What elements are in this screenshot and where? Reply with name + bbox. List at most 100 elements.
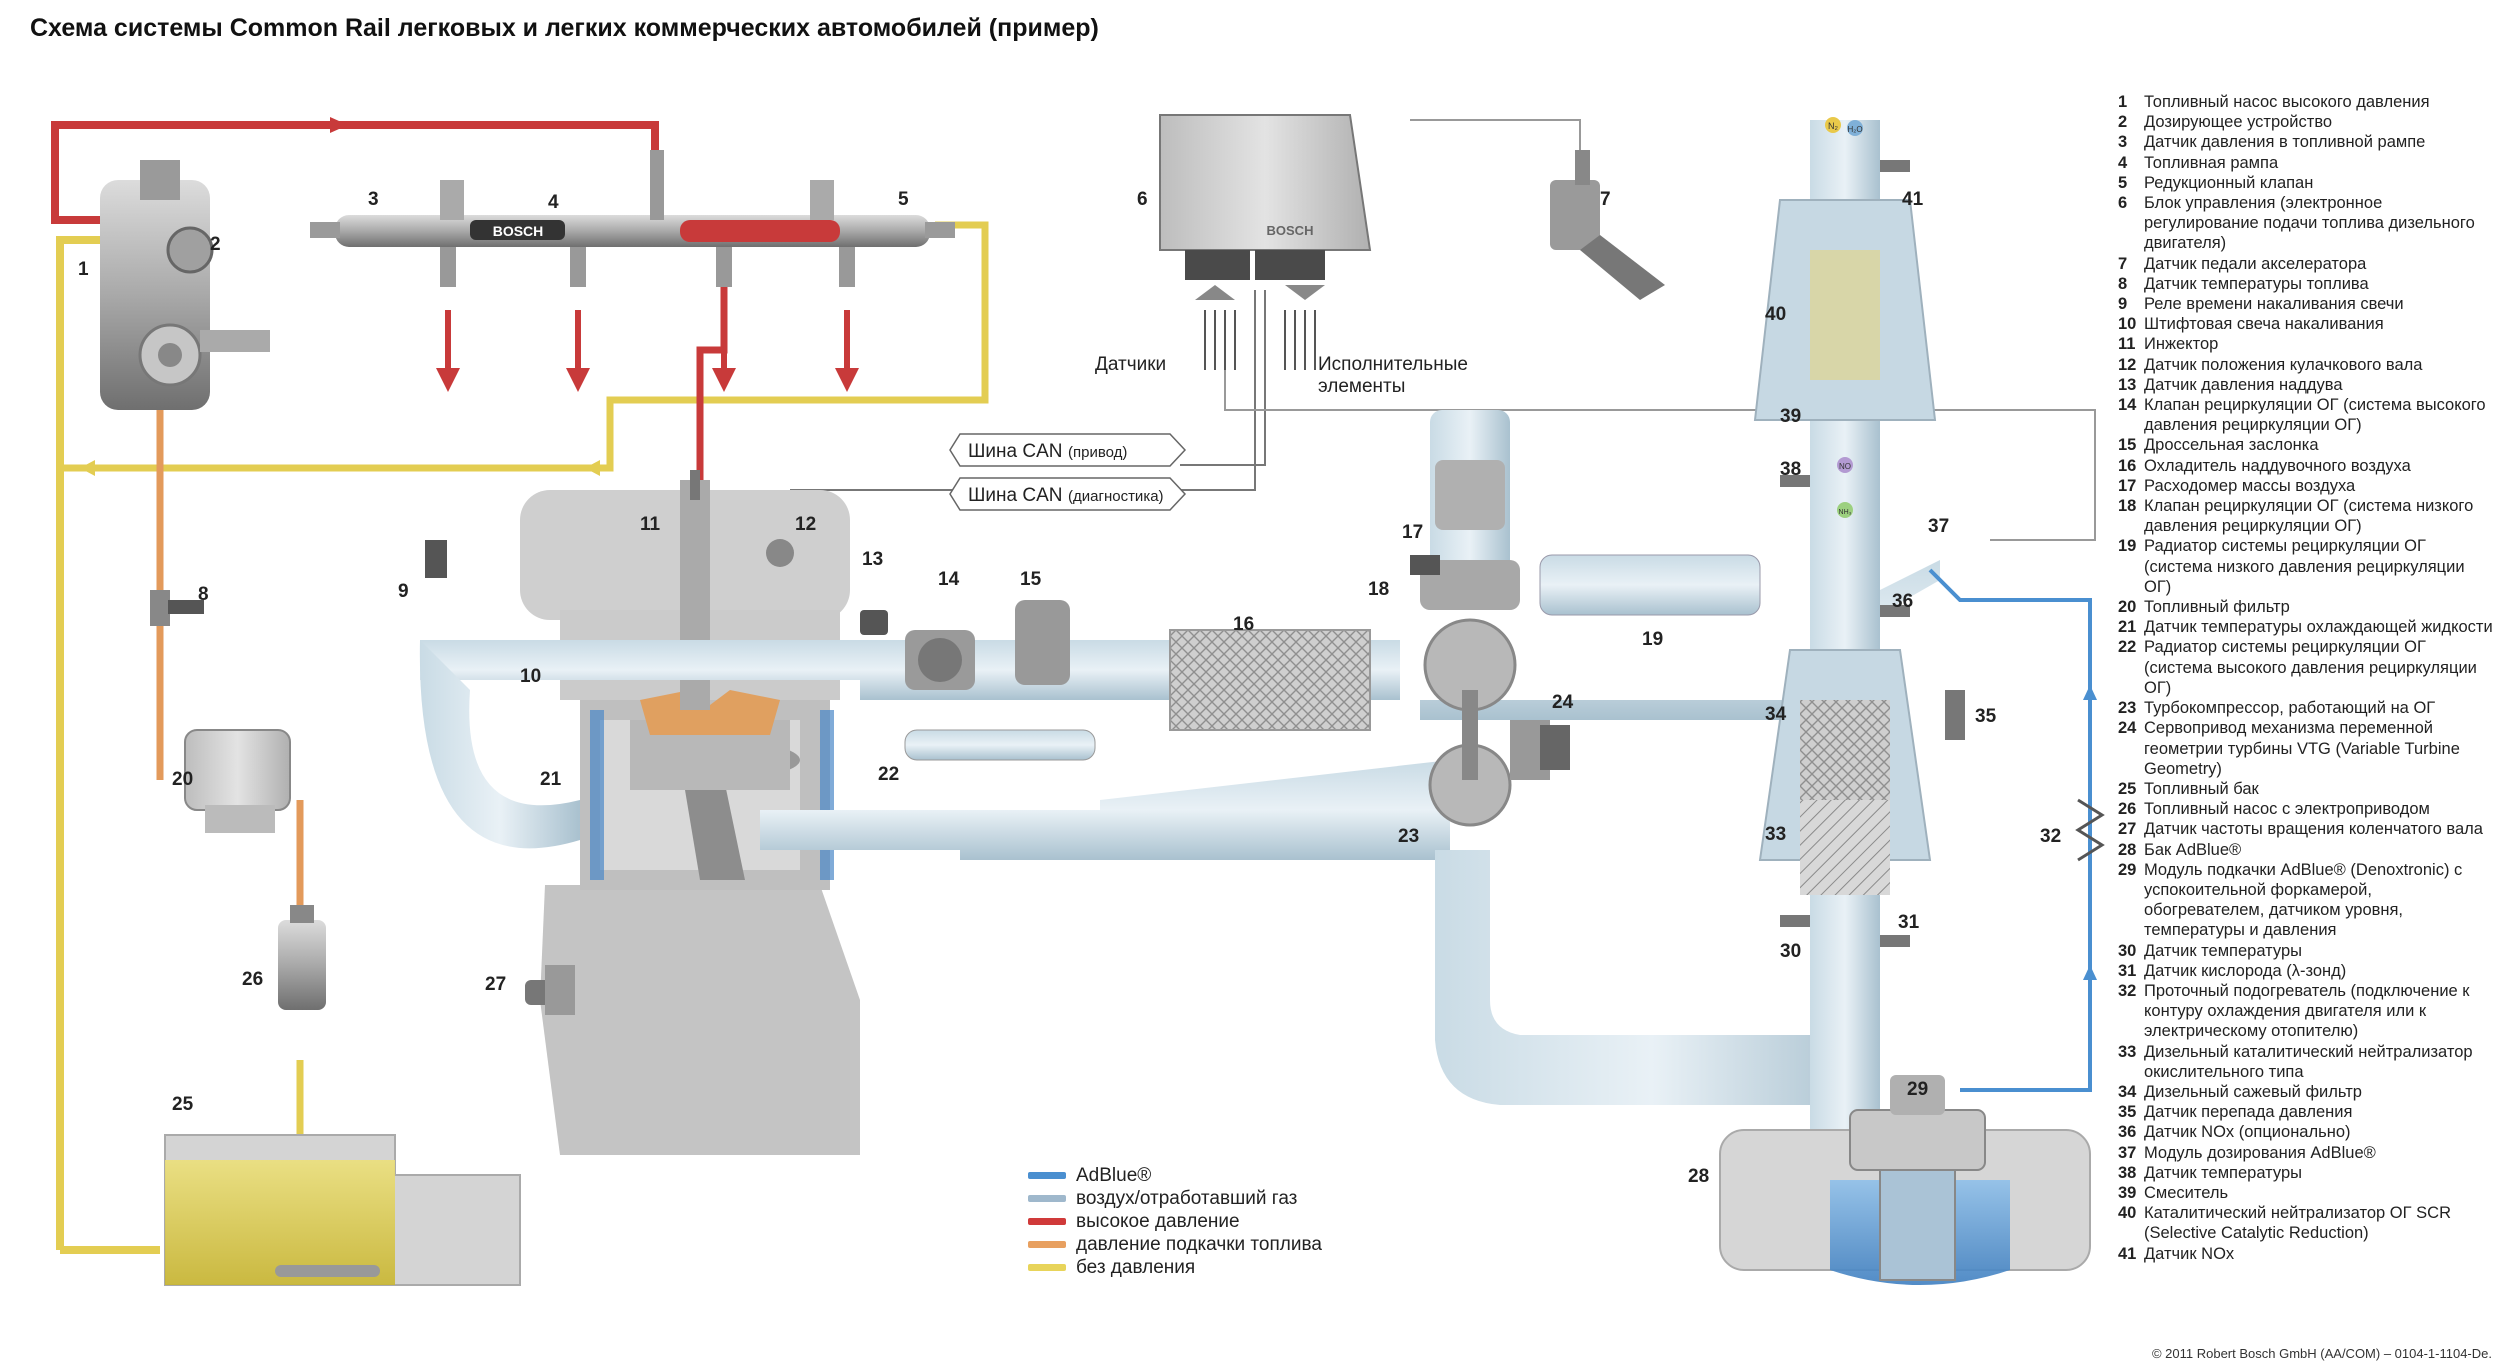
legend-text: Каталитический нейтрализатор ОГ SCR (Sel… [2144,1204,2451,1243]
color-key-row: без давления [1028,1256,1322,1279]
callout-4: 4 [548,192,559,213]
callout-41: 41 [1902,189,1924,210]
adblue-line [1960,690,2092,1092]
legend-text: Сервопривод механизма переменной геометр… [2144,719,2460,778]
legend-number: 41 [2118,1244,2137,1263]
callout-20: 20 [172,769,193,790]
legend-number: 28 [2118,840,2137,859]
legend-text: Датчик педали акселератора [2144,254,2367,273]
color-key-row: давление подкачки топлива [1028,1233,1322,1256]
legend-text: Топливный бак [2144,779,2259,798]
legend-number: 23 [2118,699,2137,718]
engine-block [425,470,860,1155]
high-pressure-line [51,121,659,224]
actuators-label-line1: Исполнительные [1318,354,1468,375]
callout-19: 19 [1642,629,1663,650]
fuel-filter [184,729,291,833]
can-bus-drive: Шина CAN (привод) [949,433,1187,467]
legend-number: 25 [2118,779,2137,798]
callout-29: 29 [1907,1079,1928,1100]
legend-number: 15 [2118,436,2137,455]
legend-number: 26 [2118,800,2137,819]
callout-2: 2 [210,234,221,255]
legend-number: 30 [2118,941,2137,960]
swatch-air-exhaust [1028,1195,1066,1202]
legend-number: 4 [2118,153,2128,172]
legend-number: 22 [2118,638,2137,657]
callout-6: 6 [1137,189,1148,210]
callout-numbers: 1 2 3 4 5 6 7 8 9 10 11 12 13 14 15 16 1… [78,189,2061,1187]
callout-10: 10 [520,666,541,687]
actuators-label-line2: элементы [1318,376,1405,397]
legend-number: 35 [2118,1103,2137,1122]
copyright: © 2011 Robert Bosch GmbH (AA/COM) – 0104… [2151,1346,2492,1361]
callout-33: 33 [1765,824,1786,845]
legend-number: 39 [2118,1183,2137,1202]
color-key-row: высокое давление [1028,1210,1322,1233]
callout-26: 26 [242,969,263,990]
legend-text: Турбокомпрессор, работающий на ОГ [2144,699,2436,718]
legend-number: 1 [2118,93,2128,111]
legend-text: Дизельный каталитический нейтрализатор о… [2144,1042,2473,1081]
legend-text: Штифтовая свеча накаливания [2144,315,2384,334]
return-line [56,236,115,1250]
legend-text: Модуль подкачки AdBlue® (Denoxtronic) с … [2144,860,2463,940]
sensors-label: Датчики [1095,354,1166,375]
legend-text: Топливный насос с электроприводом [2144,800,2430,819]
color-key-label: воздух/отработавший газ [1076,1188,1298,1209]
legend-text: Смеситель [2144,1183,2229,1202]
legend-number: 8 [2118,274,2128,293]
legend-number: 13 [2118,375,2137,394]
callout-27: 27 [485,974,506,995]
diagram-title: Схема системы Common Rail легковых и лег… [30,14,1099,42]
callout-18: 18 [1368,579,1389,600]
callout-8: 8 [198,584,209,605]
color-key-row: воздух/отработавший газ [1028,1187,1322,1210]
legend-number: 6 [2118,194,2128,213]
callout-35: 35 [1975,706,1997,727]
callout-32: 32 [2040,826,2061,847]
callout-1: 1 [78,259,89,280]
h2o-symbol: H₂O [1847,125,1862,134]
callout-40: 40 [1765,304,1786,325]
legend-number: 37 [2118,1143,2137,1162]
legend-text: Радиатор системы рециркуляции ОГ (систем… [2144,537,2465,596]
legend-text: Датчик NOx (опционально) [2144,1123,2351,1142]
callout-5: 5 [898,189,909,210]
callout-11: 11 [640,514,661,535]
exhaust-tract [760,120,1940,1130]
legend-text: Блок управления (электронное регулирован… [2144,194,2475,253]
turbocharger [1410,410,1761,827]
fuel-rail: BOSCH [310,150,955,287]
callout-3: 3 [368,189,379,210]
legend-item: 39 Смеситель [2118,1183,2496,1203]
color-key-label: без давления [1076,1257,1196,1278]
can-drive-label: Шина CAN [968,441,1062,462]
n2-symbol: N₂ [1828,121,1838,131]
callout-37: 37 [1928,516,1949,537]
legend-text: Инжектор [2144,335,2219,354]
legend-text: Охладитель наддувочного воздуха [2144,456,2411,475]
legend-text: Датчик температуры охлаждающей жидкости [2144,618,2493,637]
rail-bosch-logo: BOSCH [493,223,544,239]
callout-23: 23 [1398,826,1419,847]
callout-38: 38 [1780,459,1801,480]
callout-34: 34 [1765,704,1787,725]
